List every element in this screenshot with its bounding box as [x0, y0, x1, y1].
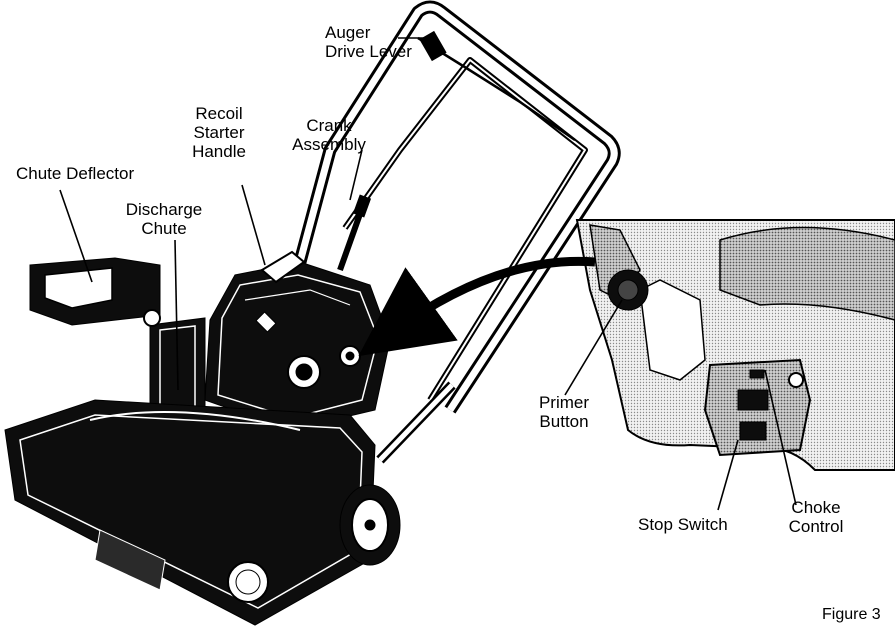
control-panel-inset — [575, 219, 895, 471]
crank-assembly-label: Crank Assembly — [292, 116, 366, 154]
auger-drive-lever-label: Auger Drive Lever — [325, 23, 412, 61]
auger-drive-lever — [417, 30, 576, 142]
curved-arrow — [358, 256, 596, 357]
stop-switch-label: Stop Switch — [638, 515, 728, 534]
leader-lines — [59, 37, 797, 511]
recoil-starter-handle — [260, 250, 306, 284]
engine — [204, 250, 391, 431]
recoil-starter-handle-label: Recoil Starter Handle — [192, 104, 246, 161]
auger-housing — [4, 399, 376, 626]
chute-deflector — [29, 257, 161, 327]
handle-frame — [293, 0, 621, 464]
wheel — [339, 484, 401, 566]
crank-assembly — [337, 194, 372, 272]
primer-button-label: Primer Button — [538, 393, 590, 431]
choke-control-label: Choke Control — [788, 498, 844, 536]
chute-deflector-label: Chute Deflector — [16, 164, 135, 183]
discharge-chute-label: Discharge Chute — [125, 200, 203, 238]
figure-caption: Figure 3 — [822, 606, 881, 623]
